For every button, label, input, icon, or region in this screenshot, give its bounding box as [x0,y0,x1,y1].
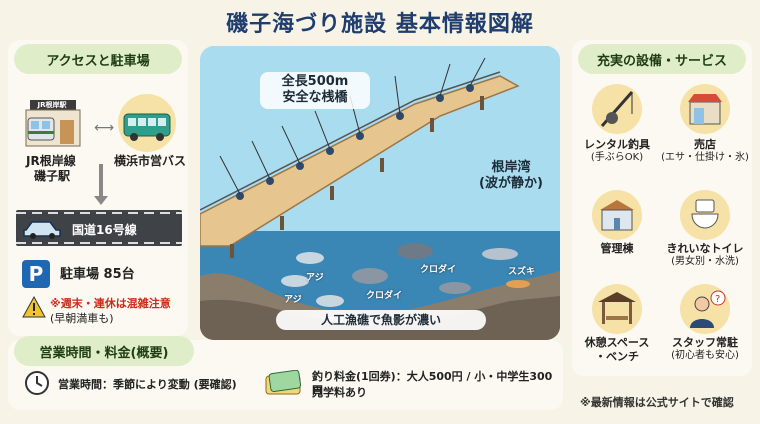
bay-label: 根岸湾 (波が静か) [466,160,556,193]
congestion-warning-sub: (早朝満車も) [50,312,114,325]
bidirectional-arrow-icon: ⟷ [94,120,115,136]
pier-illustration: 全長500m 安全な桟橋 根岸湾 (波が静か) アジ アジ アジ クロダイ クロ… [200,46,560,340]
staff-icon: ? [680,284,730,334]
facility-label-toilet: きれいなトイレ (男女別・水洗) [660,242,750,268]
facility-name: きれいなトイレ [666,242,744,255]
fee-line1: 釣り料金(1回券)：大人500円 / 小・中学生300円 [312,370,553,397]
pier-length-label: 全長500m 安全な桟橋 [260,72,370,109]
congestion-warning: ※週末・連休は混雑注意 [50,297,171,310]
facilities-panel: 充実の設備・サービス レンタル釣具 (手ぶらOK) 売店 (エサ・仕掛け・氷) … [572,40,752,376]
facility-name: レンタル釣具 [584,138,650,151]
down-arrow-head [94,196,108,205]
car-icon [22,216,62,240]
fish-label: アジ [284,295,302,305]
page-title: 磯子海づり施設 基本情報図解 [226,12,534,37]
bus-icon [123,113,171,141]
pier-length-line2: 安全な桟橋 [282,90,348,106]
bus-label: 横浜市営バス [114,154,187,168]
footnote: ※最新情報は公式サイトで確認 [580,396,734,409]
parking-icon: P [22,260,50,288]
clock-icon [24,370,50,396]
fish-group [281,243,530,307]
facility-label-office: 管理棟 [572,242,662,256]
fish-label: クロダイ [366,291,403,301]
toilet-icon [680,190,730,240]
facility-sub: ・ベンチ [595,349,639,363]
facilities-heading: 充実の設備・サービス [578,44,746,74]
pier-length-line1: 全長500m [281,74,349,89]
shop-icon [680,84,730,134]
down-arrow-icon [99,164,103,200]
route-label: 国道16号線 [72,223,137,237]
bus-icon-circle [118,94,176,152]
bay-line1: 根岸湾 [491,160,531,175]
facility-sub: (エサ・仕掛け・氷) [661,151,749,163]
building-icon [592,190,642,240]
fish-label: スズキ [508,267,536,277]
ticket-icon [264,369,304,398]
station-label-line1: JR根岸線 [26,154,76,168]
hours-panel: 営業時間・料金(概要) 営業時間：季節により変動 (要確認) 釣り料金(1回券)… [8,336,563,410]
facility-label-rental: レンタル釣具 (手ぶらOK) [572,138,662,164]
warning-icon [22,295,46,318]
rest-area-icon [592,284,642,334]
facility-sub: (初心者も安心) [671,349,739,361]
facility-label-rest: 休憩スペース ・ベンチ [572,336,662,364]
facility-label-staff: スタッフ常駐 (初心者も安心) [660,336,750,362]
station-sign: JR根岸駅 [37,101,67,109]
hours-text: 営業時間：季節により変動 (要確認) [58,378,237,391]
svg-text:?: ? [715,294,720,305]
bay-line2: (波が静か) [479,176,543,192]
fish-label: アジ [306,273,324,283]
facility-sub: (男女別・水洗) [671,255,739,267]
station-label-line2: 磯子駅 [34,169,71,183]
hours-heading: 営業時間・料金(概要) [14,336,194,366]
fee-line2: 見学料あり [312,386,367,399]
fish-label: クロダイ [420,265,457,275]
fishing-rod-icon [592,84,642,134]
train-station-icon [22,98,82,148]
access-panel: アクセスと駐車場 JR根岸駅 ⟷ JR根岸線 磯子駅 横浜市営バス [8,40,188,336]
reef-caption: 人工漁礁で魚影が濃い [276,310,486,330]
access-heading: アクセスと駐車場 [14,44,182,74]
facility-name: 休憩スペース [584,336,650,349]
facility-name: スタッフ常駐 [672,336,738,349]
facility-sub: (手ぶらOK) [590,151,644,163]
facility-label-shop: 売店 (エサ・仕掛け・氷) [660,138,750,164]
facility-name: 売店 [694,138,716,151]
facility-name: 管理棟 [600,242,634,255]
parking-label: 駐車場 85台 [60,267,135,282]
